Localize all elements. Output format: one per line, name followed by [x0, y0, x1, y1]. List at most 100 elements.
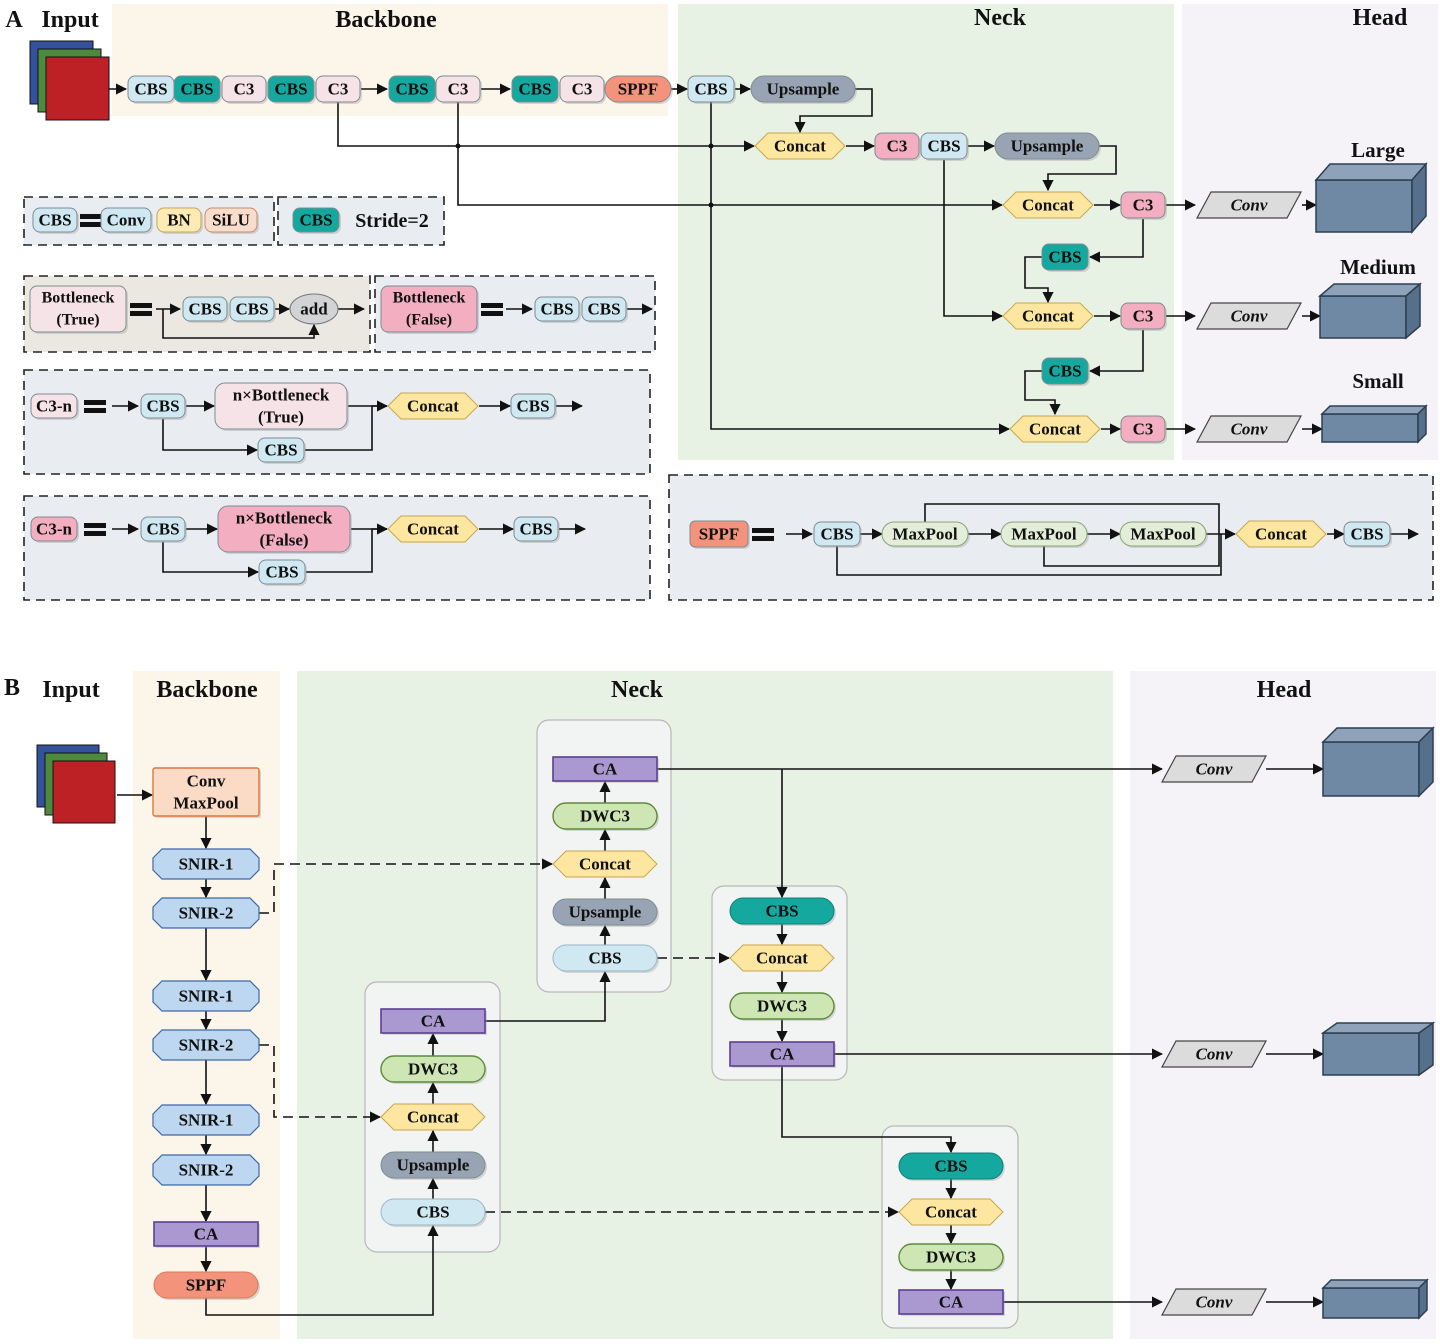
a-neck-upsample-1: Upsample [750, 75, 857, 104]
a-output-small-top [1320, 405, 1428, 415]
b-head-conv-1: Conv [1160, 755, 1268, 783]
a-backbone-c3-4-label: C3 [572, 80, 593, 99]
a-arrow-c3nf-skip-out [306, 528, 387, 573]
a-legend-conv: Conv [100, 207, 153, 234]
a-neck-c3-4-shape [1120, 415, 1166, 443]
b-title-neck: Neck [611, 677, 664, 703]
a-arrow-c3-2-concat1 [337, 102, 756, 152]
a-legend-c3nt-cbs-2-shape [257, 437, 305, 463]
a-backbone-c3-2-label: C3 [328, 80, 349, 99]
a-arrow-c3-2-cbs3 [1088, 219, 1144, 263]
b-backbone-snir1-b: SNIR-1 [152, 980, 260, 1012]
a-legend-bt-cbs-2-shape [229, 296, 275, 322]
a-legend-bottleneck-true-text-line1: Bottleneck [42, 290, 115, 307]
b-backbone-conv-maxpool-text-line1: Conv [187, 772, 226, 791]
b-arrow-mid-ca-bottom-cbs [781, 1066, 957, 1154]
a-backbone-cbs-5-shape [511, 75, 559, 103]
a-legend-bottleneck-false-text: Bottleneck(False) [393, 290, 466, 329]
a-head-conv-medium-shape [1195, 302, 1303, 330]
b-neck-mid-dwc3: DWC3 [729, 992, 836, 1021]
a-input-image [29, 40, 110, 121]
b-neck-mid-ca-label: CA [770, 1045, 795, 1064]
a-arrow-c3-3-cbs4 [1088, 330, 1144, 377]
a-backbone-cbs-3-label: CBS [274, 80, 307, 99]
a-head-conv-small-label: Conv [1231, 420, 1268, 439]
b-neck-left-upsample-label: Upsample [397, 1156, 470, 1175]
a-neck-c3-2-label: C3 [1133, 196, 1154, 215]
b-output-medium [1320, 1021, 1436, 1077]
a-legend-bf-cbs-2-shape [581, 296, 627, 322]
a-backbone-cbs-3-shape [267, 75, 315, 103]
a-neck-cbs-1: CBS [687, 75, 736, 104]
b-neck-top-ca: CA [552, 756, 659, 783]
a-legend-c3nf-cbs-2-shape [258, 559, 306, 585]
a-neck-cbs-1-shape [687, 75, 735, 103]
b-head-conv-2-shape [1160, 1040, 1268, 1068]
a-legend-sppf-cbs-1-label: CBS [820, 525, 853, 544]
a-backbone-c3-2: C3 [315, 75, 362, 104]
b-head-conv-3-label: Conv [1196, 1293, 1233, 1312]
a-legend-sppf-cbs-2-label: CBS [1350, 525, 1383, 544]
a-neck-cbs-2-label: CBS [927, 137, 960, 156]
a-legend-c3nt-nbottleneck-shape [214, 382, 348, 430]
b-neck-left-cbs: CBS [380, 1198, 487, 1227]
a-legend-c3nt-nbottleneck-text-line2: (True) [258, 408, 304, 427]
a-legend-bt-equal [130, 303, 152, 316]
b-neck-left-ca-label: CA [421, 1012, 446, 1031]
a-legend-bottleneck-false-label-shape [380, 285, 478, 333]
a-legend-c3nt-cbs-1: CBS [140, 393, 187, 420]
a-legend-c3nf-nbottleneck-text-line1: n×Bottleneck [236, 509, 333, 528]
a-neck-concat-1: Concat [754, 132, 846, 160]
b-input-image [36, 744, 116, 824]
b-neck-bottom-dwc3-label: DWC3 [926, 1248, 976, 1267]
a-arrow-sppf-skip-3 [836, 534, 1222, 576]
a-legend-sppf-maxpool-1-shape [881, 521, 969, 547]
a-legend-bf-equal [481, 303, 503, 316]
a-legend-sppf-concat-label: Concat [1255, 525, 1307, 544]
a-legend-c3n-true-label-label: C3-n [36, 397, 72, 416]
b-output-small-top [1321, 1279, 1429, 1289]
a-arrow-c3nt-skip-in [162, 419, 259, 456]
a-crossing-1 [708, 143, 714, 149]
a-arrow-c3nf-skip-in [162, 542, 260, 578]
b-neck-left-cbs-label: CBS [416, 1203, 449, 1222]
a-head-conv-medium: Conv [1195, 302, 1303, 330]
a-legend-cbs-equal-bar1 [80, 214, 102, 219]
a-backbone-c3-1-label: C3 [234, 80, 255, 99]
b-neck-left-dwc3-shape [380, 1055, 486, 1083]
b-output-small-side [1418, 1278, 1428, 1320]
b-neck-top-concat-shape [552, 850, 658, 878]
b-backbone-snir2-c-shape [152, 1154, 260, 1186]
a-backbone-cbs-5: CBS [511, 75, 560, 104]
b-neck-top-cbs-shape [552, 944, 658, 972]
b-neck-left-ca: CA [380, 1008, 487, 1035]
a-legend-bt-cbs-1-label: CBS [188, 300, 221, 319]
b-neck-top-concat-label: Concat [579, 855, 631, 874]
a-arrow-cbs1-concat4 [710, 102, 1011, 435]
a-neck-concat-4: Concat [1009, 415, 1101, 443]
a-arrow-c3nt-skip-out [305, 405, 387, 451]
a-neck-cbs-2: CBS [920, 132, 969, 161]
a-legend-c3nf-concat-shape [387, 515, 479, 543]
a-legend-cbs-equal [80, 214, 102, 227]
a-head-conv-large-shape [1195, 191, 1303, 219]
a-legend-bt-add-label: add [300, 300, 328, 319]
a-legend-sppf-label-shape [689, 520, 749, 548]
a-legend-conv-label: Conv [107, 211, 146, 230]
b-neck-mid-dwc3-label: DWC3 [757, 997, 807, 1016]
a-legend-stride-cbs-label: CBS [299, 211, 332, 230]
b-neck-mid-concat: Concat [729, 944, 835, 972]
a-legend-stride-cbs: CBS [292, 207, 341, 234]
b-neck-left-cbs-shape [380, 1198, 486, 1226]
a-legend-silu-label: SiLU [212, 211, 250, 230]
a-neck-concat-1-shape [754, 132, 846, 160]
a-output-large-side [1411, 162, 1427, 234]
b-neck-top-dwc3: DWC3 [552, 802, 659, 831]
a-legend-c3nt-cbs-1-shape [140, 393, 186, 419]
a-title-input: Input [41, 7, 98, 33]
b-neck-top-dwc3-shape [552, 802, 658, 830]
b-neck-mid-ca: CA [729, 1041, 836, 1068]
b-neck-left-ca-shape [380, 1008, 486, 1034]
a-neck-concat-4-shape [1009, 415, 1101, 443]
a-legend-c3nt-cbs-3: CBS [510, 393, 557, 420]
